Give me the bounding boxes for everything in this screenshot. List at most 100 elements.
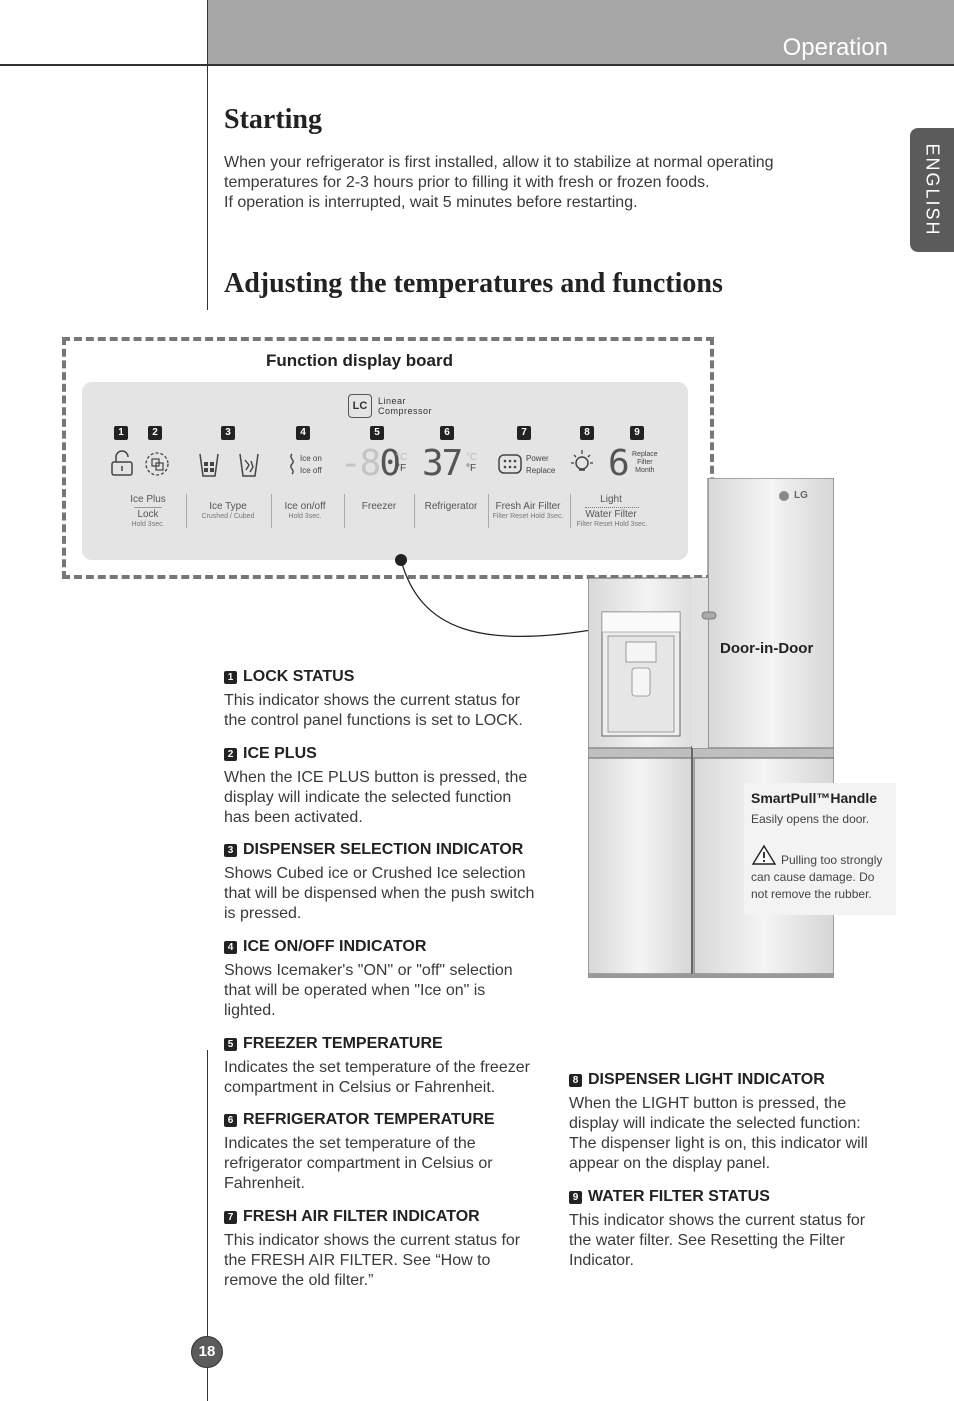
item-title: ICE ON/OFF INDICATOR bbox=[243, 938, 427, 955]
item-line: This indicator shows the current status … bbox=[569, 1212, 866, 1229]
lock-button-hint: Hold 3sec. bbox=[131, 521, 165, 528]
item-body: When the ICE PLUS button is pressed, the… bbox=[224, 768, 544, 828]
replace-filter-line: Filter bbox=[637, 459, 653, 466]
label-separator bbox=[414, 494, 415, 528]
item-line: appear on the display panel. bbox=[569, 1155, 771, 1172]
adjusting-heading: Adjusting the temperatures and functions bbox=[224, 268, 723, 299]
item-title: LOCK STATUS bbox=[243, 668, 355, 685]
warning-line: Pulling too strongly bbox=[781, 853, 883, 867]
item-body: When the LIGHT button is pressed, the di… bbox=[569, 1094, 889, 1174]
logo-text-line: Linear bbox=[378, 396, 407, 406]
lock-icon bbox=[111, 450, 133, 476]
celsius-unit: °C bbox=[466, 452, 478, 463]
replace-filter-month-text: Replace Filter Month bbox=[632, 451, 658, 475]
section-title: Operation bbox=[782, 34, 888, 61]
display-board-title: Function display board bbox=[266, 351, 454, 370]
starting-line: If operation is interrupted, wait 5 minu… bbox=[224, 194, 638, 211]
ice-off-text: Ice off bbox=[300, 466, 322, 475]
item-line: When the ICE PLUS button is pressed, the bbox=[224, 769, 528, 786]
ice-onoff-button-label[interactable]: Ice on/off bbox=[284, 501, 326, 512]
item-line: remove the old filter.” bbox=[224, 1272, 374, 1289]
item-body: Shows Cubed ice or Crushed Ice selection… bbox=[224, 864, 544, 924]
item-line: This indicator shows the current status … bbox=[224, 1232, 521, 1249]
language-tab-label: ENGLISH bbox=[922, 143, 943, 237]
item-number: 2 bbox=[224, 748, 237, 761]
item-number: 5 bbox=[224, 1038, 237, 1051]
refrigerator-button-label[interactable]: Refrigerator bbox=[424, 501, 478, 512]
item-number: 3 bbox=[224, 844, 237, 857]
water-filter-button-label[interactable]: Water Filter bbox=[585, 509, 637, 520]
item-number: 4 bbox=[224, 941, 237, 954]
freezer-units: °C °F bbox=[396, 452, 407, 474]
item-body: Shows Icemaker's "ON" or "off" selection… bbox=[224, 961, 544, 1021]
freezer-display: -80 bbox=[340, 443, 401, 484]
item-number: 8 bbox=[569, 1074, 582, 1087]
badge-7: 7 bbox=[517, 426, 531, 440]
badge-1: 1 bbox=[114, 426, 128, 440]
light-button-label[interactable]: Light bbox=[600, 494, 622, 505]
door-in-door-label: Door-in-Door bbox=[720, 640, 814, 657]
item-fresh-air-filter: 7 FRESH AIR FILTER INDICATOR This indicat… bbox=[224, 1208, 544, 1291]
item-heading: 4 ICE ON/OFF INDICATOR bbox=[224, 938, 544, 956]
freezer-display-dim: -8 bbox=[340, 443, 381, 484]
item-number: 7 bbox=[224, 1211, 237, 1224]
fresh-air-filter-icon bbox=[498, 454, 522, 474]
ice-plus-button-label[interactable]: Ice Plus bbox=[130, 494, 166, 505]
replace-filter-line: Month bbox=[635, 467, 655, 474]
item-line: that will be operated when "Ice on" is bbox=[224, 982, 486, 999]
crushed-ice-icon bbox=[239, 453, 259, 477]
control-panel bbox=[82, 382, 688, 560]
starting-line: temperatures for 2-3 hours prior to fill… bbox=[224, 174, 710, 191]
power-text: Power bbox=[526, 454, 549, 463]
margin-rule-top bbox=[207, 0, 208, 310]
badge-8: 8 bbox=[580, 426, 594, 440]
filter-month-display: 6 bbox=[608, 443, 630, 484]
label-separator bbox=[570, 494, 571, 528]
header-rule bbox=[0, 64, 954, 66]
ice-type-button-label[interactable]: Ice Type bbox=[209, 501, 247, 512]
freezer-display-value: 0 bbox=[379, 443, 401, 484]
handle-title: SmartPull™Handle bbox=[751, 790, 878, 806]
handle-subtitle: Easily opens the door. bbox=[751, 812, 870, 826]
freezer-button-label[interactable]: Freezer bbox=[361, 501, 397, 512]
ice-plus-icon bbox=[145, 452, 169, 476]
badge-5: 5 bbox=[370, 426, 384, 440]
item-line: Indicates the set temperature of the fre… bbox=[224, 1059, 530, 1076]
lock-button-label[interactable]: Lock bbox=[137, 509, 159, 520]
fresh-air-button-label[interactable]: Fresh Air Filter bbox=[495, 501, 561, 512]
water-filter-hint: Filter Reset Hold 3sec. bbox=[576, 521, 648, 528]
fahrenheit-unit: °F bbox=[396, 463, 407, 474]
item-line: refrigerator compartment in Celsius or bbox=[224, 1155, 493, 1172]
filter-power-replace-text: Power Replace bbox=[526, 453, 555, 477]
label-divider bbox=[134, 507, 162, 508]
badge-2: 2 bbox=[148, 426, 162, 440]
replace-text: Replace bbox=[526, 466, 556, 475]
brand-logo: LG bbox=[794, 490, 808, 501]
handle-callout-box bbox=[744, 783, 896, 915]
ice-type-hint: Crushed / Cubed bbox=[201, 513, 255, 520]
item-line: the control panel functions is set to LO… bbox=[224, 712, 523, 729]
fresh-air-hint: Filter Reset Hold 3sec. bbox=[492, 513, 564, 520]
item-number: 6 bbox=[224, 1114, 237, 1127]
item-line: the water filter. See Resetting the Filt… bbox=[569, 1232, 845, 1249]
item-line: Indicator. bbox=[569, 1252, 634, 1269]
badge-9: 9 bbox=[630, 426, 644, 440]
ice-on-off-text: Ice on Ice off bbox=[300, 453, 322, 477]
item-line: When the LIGHT button is pressed, the bbox=[569, 1095, 847, 1112]
item-line: is pressed. bbox=[224, 905, 302, 922]
warning-icon bbox=[751, 844, 777, 865]
item-line: compartment in Celsius or Fahrenheit. bbox=[224, 1079, 496, 1096]
item-title: FRESH AIR FILTER INDICATOR bbox=[243, 1208, 480, 1225]
ice-onoff-hint: Hold 3sec. bbox=[288, 513, 322, 520]
item-number: 9 bbox=[569, 1191, 582, 1204]
starting-line: When your refrigerator is first installe… bbox=[224, 154, 774, 171]
